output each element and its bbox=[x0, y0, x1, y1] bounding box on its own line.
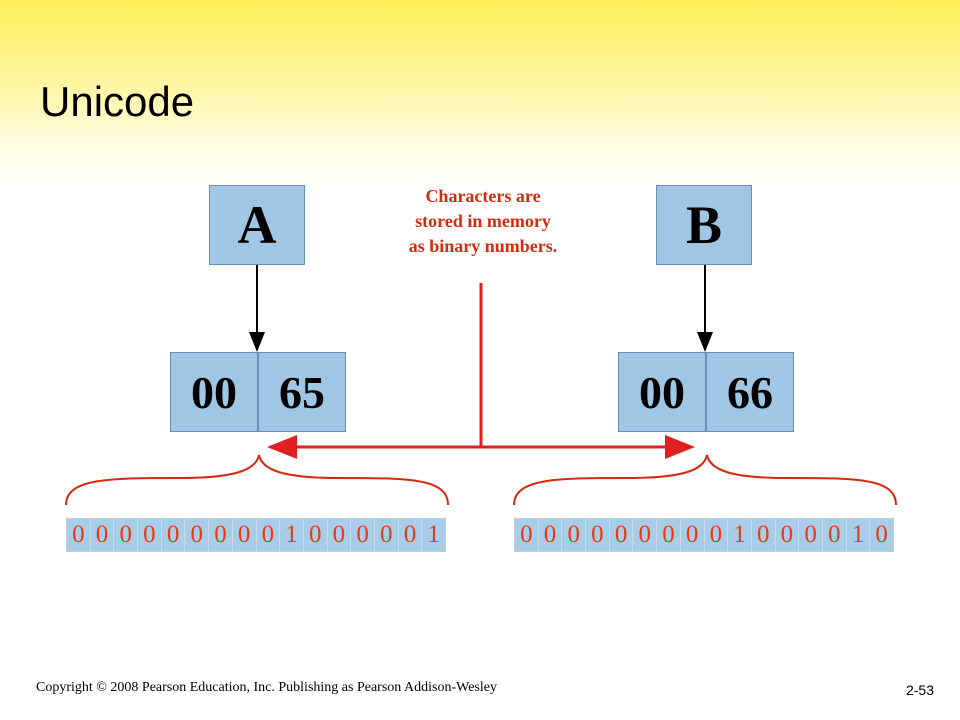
bit-cell: 0 bbox=[562, 519, 587, 551]
bit-cell: 0 bbox=[351, 519, 375, 551]
bit-cell: 0 bbox=[162, 519, 186, 551]
bit-cell: 0 bbox=[799, 519, 823, 551]
code-low-byte-b: 66 bbox=[706, 352, 794, 432]
bit-cell: 0 bbox=[138, 519, 162, 551]
bit-cell: 0 bbox=[657, 519, 681, 551]
bit-cell: 0 bbox=[823, 519, 847, 551]
bit-cell: 1 bbox=[728, 519, 752, 551]
bit-cell: 0 bbox=[185, 519, 210, 551]
bit-cell: 0 bbox=[399, 519, 423, 551]
bit-cell: 0 bbox=[257, 519, 281, 551]
bit-cell: 1 bbox=[280, 519, 304, 551]
note-line-2: stored in memory bbox=[415, 211, 551, 231]
note-line-1: Characters are bbox=[425, 186, 541, 206]
bit-cell: 0 bbox=[91, 519, 115, 551]
binary-row-b: 0 0 0 0 0 0 0 0 0 1 0 0 0 0 1 0 bbox=[514, 518, 894, 552]
bit-cell: 0 bbox=[633, 519, 658, 551]
bit-cell: 0 bbox=[233, 519, 257, 551]
bit-cell: 0 bbox=[328, 519, 352, 551]
brace-a bbox=[65, 454, 449, 506]
code-low-byte-a: 65 bbox=[258, 352, 346, 432]
bit-cell: 0 bbox=[752, 519, 776, 551]
slide-title: Unicode bbox=[40, 78, 195, 125]
page-number: 2-53 bbox=[905, 682, 934, 698]
bit-cell: 0 bbox=[375, 519, 399, 551]
bit-cell: 0 bbox=[539, 519, 563, 551]
bit-cell: 0 bbox=[705, 519, 729, 551]
memory-note: Characters are stored in memory as binar… bbox=[370, 184, 596, 259]
code-high-byte-a: 00 bbox=[170, 352, 258, 432]
bit-cell: 0 bbox=[875, 521, 888, 548]
copyright-footer: Copyright © 2008 Pearson Education, Inc.… bbox=[36, 680, 497, 695]
char-box-b: B bbox=[656, 185, 752, 265]
bit-cell: 0 bbox=[304, 519, 328, 551]
brace-b bbox=[513, 454, 897, 506]
bit-cell: 0 bbox=[776, 519, 800, 551]
bit-cell: 1 bbox=[847, 519, 871, 551]
bit-cell: 0 bbox=[610, 519, 634, 551]
code-high-byte-b: 00 bbox=[618, 352, 706, 432]
bit-cell: 1 bbox=[427, 521, 440, 548]
bit-cell: 0 bbox=[209, 519, 233, 551]
char-box-a: A bbox=[209, 185, 305, 265]
bit-cell: 0 bbox=[67, 519, 91, 551]
binary-row-a: 0 0 0 0 0 0 0 0 0 1 0 0 0 0 0 1 bbox=[66, 518, 446, 552]
bit-cell: 0 bbox=[114, 519, 139, 551]
bit-cell: 0 bbox=[681, 519, 705, 551]
bit-cell: 0 bbox=[515, 519, 539, 551]
note-line-3: as binary numbers. bbox=[408, 236, 558, 256]
bit-cell: 0 bbox=[586, 519, 610, 551]
